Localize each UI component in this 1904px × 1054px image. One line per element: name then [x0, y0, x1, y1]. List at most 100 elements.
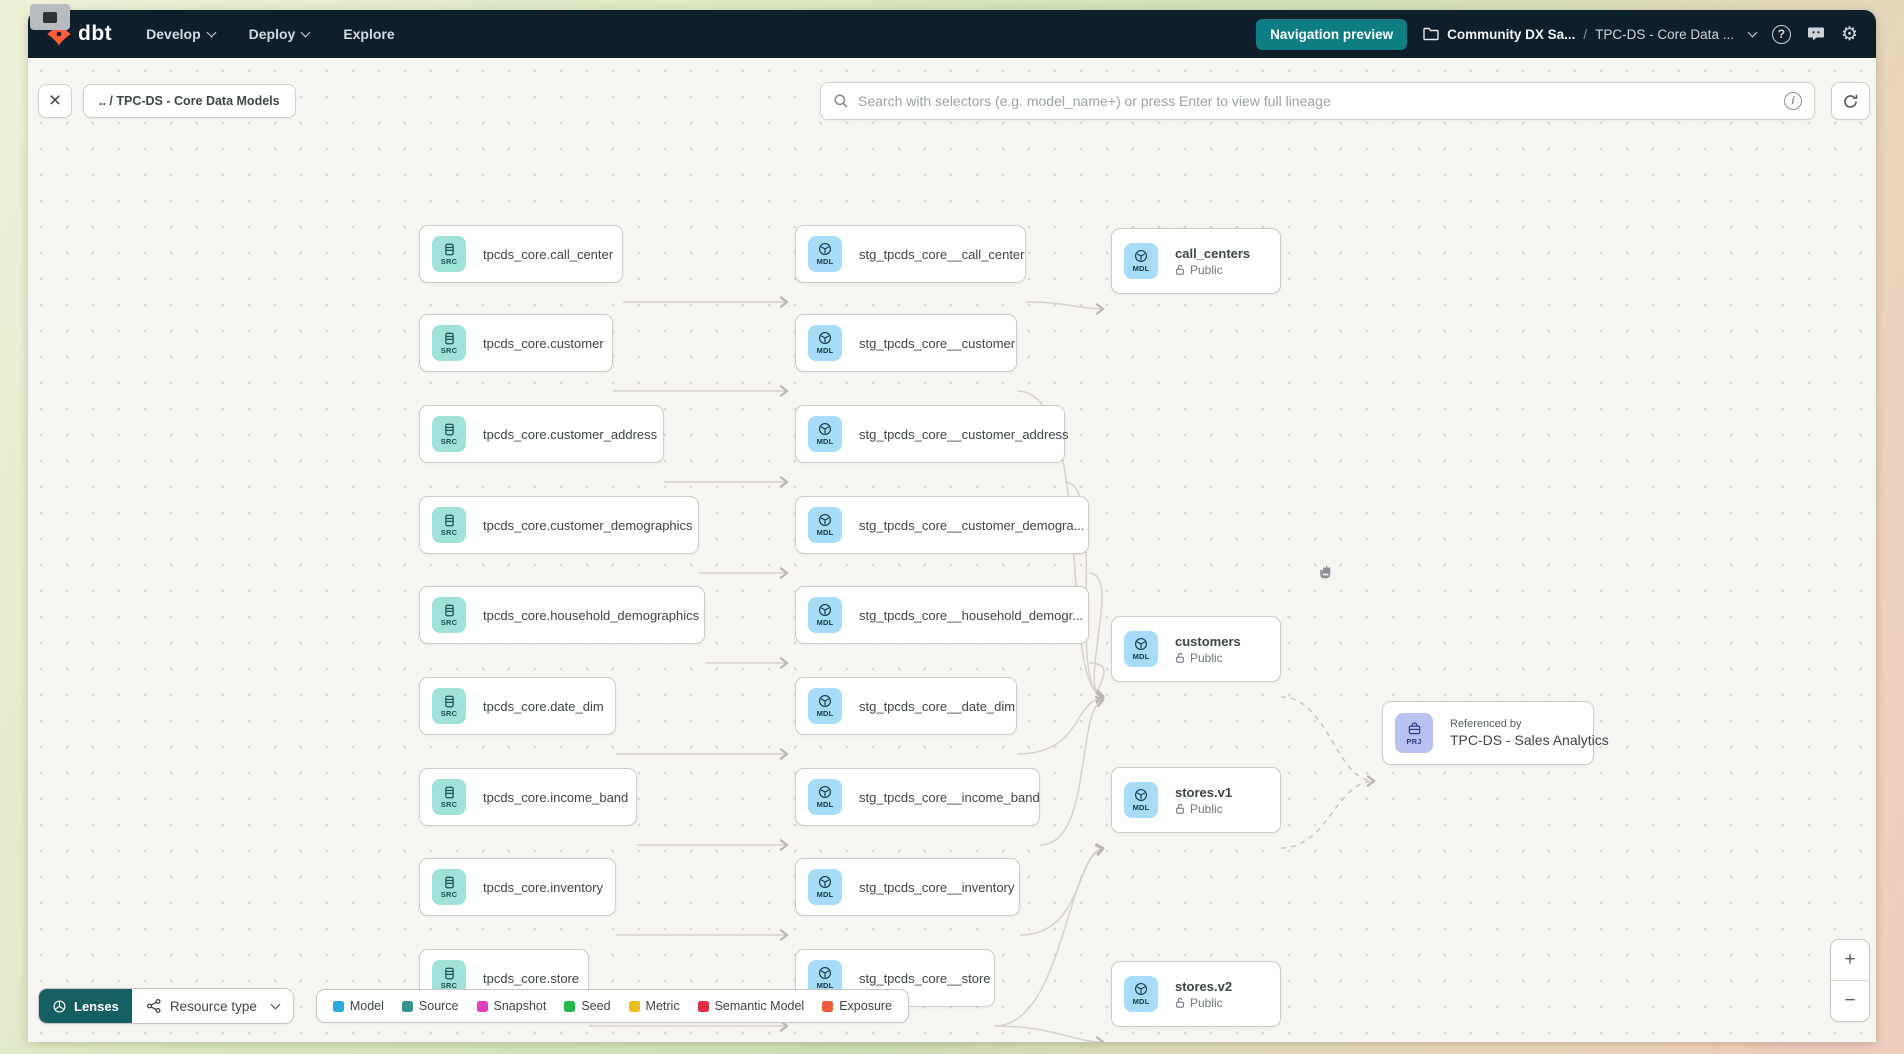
help-icon: ?: [1771, 24, 1791, 44]
legend-item-semantic-model: Semantic Model: [697, 999, 804, 1013]
zoom-in-button[interactable]: +: [1831, 940, 1869, 980]
legend-item-source: Source: [401, 999, 459, 1013]
graph-node-source[interactable]: SRC tpcds_core.date_dim: [419, 677, 616, 735]
resource-type-icon: [146, 998, 161, 1014]
refresh-icon: [1844, 94, 1858, 108]
graph-node-model[interactable]: MDL stg_tpcds_core__customer_address: [795, 405, 1069, 463]
legend-item-metric: Metric: [628, 999, 680, 1013]
breadcrumb-separator: /: [1583, 26, 1588, 42]
source-icon: SRC: [432, 869, 466, 905]
graph-node-source[interactable]: SRC tpcds_core.customer: [419, 314, 613, 372]
legend-swatch: [564, 1000, 576, 1012]
legend-item-model: Model: [332, 999, 384, 1013]
dbt-logo-icon: [47, 22, 71, 46]
referenced-by-label: Referenced by: [1450, 718, 1522, 730]
graph-node-model[interactable]: MDL stg_tpcds_core__date_dim: [795, 677, 1017, 735]
legend-item-exposure: Exposure: [822, 999, 892, 1013]
legend-swatch: [822, 1000, 834, 1012]
graph-node-model[interactable]: MDL stg_tpcds_core__call_center: [795, 225, 1026, 283]
zoom-out-button[interactable]: −: [1831, 981, 1869, 1021]
graph-node-public-model[interactable]: MDL call_centers Public: [1111, 228, 1281, 294]
legend-swatch: [401, 1000, 413, 1012]
search-icon: [834, 94, 848, 108]
chevron-down-icon: [270, 999, 281, 1009]
legend-swatch: [332, 1000, 344, 1012]
top-navbar: dbt Develop Deploy Explore Navigation pr…: [28, 10, 1876, 58]
public-lock-icon: [1176, 264, 1184, 275]
graph-node-source[interactable]: SRC tpcds_core.income_band: [419, 768, 637, 826]
folder-icon: [1423, 27, 1439, 41]
zoom-controls: + −: [1830, 939, 1870, 1022]
settings-gear-icon[interactable]: ⚙: [1840, 23, 1858, 45]
model-icon: MDL: [808, 597, 842, 633]
menu-deploy[interactable]: Deploy: [249, 26, 311, 42]
source-icon: SRC: [432, 597, 466, 633]
menu-explore[interactable]: Explore: [343, 26, 395, 42]
close-lineage-button[interactable]: ×: [38, 84, 72, 118]
project-breadcrumb: Community DX Sa... / TPC-DS - Core Data …: [1423, 26, 1758, 42]
legend-item-snapshot: Snapshot: [476, 999, 546, 1013]
graph-node-public-model[interactable]: MDL customers Public: [1111, 616, 1281, 682]
source-icon: SRC: [432, 325, 466, 361]
legend-swatch: [628, 1000, 640, 1012]
canvas-footer: Lenses Resource type Model Source Snapsh…: [38, 988, 910, 1024]
legend-swatch: [476, 1000, 488, 1012]
public-lock-icon: [1176, 652, 1184, 663]
refresh-lineage-button[interactable]: [1831, 82, 1870, 120]
feedback-button[interactable]: [1807, 26, 1825, 42]
graph-node-model[interactable]: MDL stg_tpcds_core__customer_demogra...: [795, 496, 1089, 554]
model-icon: MDL: [808, 869, 842, 905]
graph-node-model[interactable]: MDL stg_tpcds_core__customer: [795, 314, 1017, 372]
divider: [1831, 980, 1869, 981]
lenses-button[interactable]: Lenses: [39, 989, 132, 1023]
breadcrumb-page[interactable]: TPC-DS - Core Data ...: [1595, 26, 1734, 42]
model-icon: MDL: [808, 507, 842, 543]
model-icon: MDL: [808, 236, 842, 272]
chevron-down-icon: [206, 27, 217, 38]
model-icon: MDL: [808, 416, 842, 452]
graph-node-source[interactable]: SRC tpcds_core.call_center: [419, 225, 623, 283]
screen-capture-artifact: [30, 4, 70, 30]
public-lock-icon: [1176, 997, 1184, 1008]
main-menu: Develop Deploy Explore: [146, 26, 395, 42]
info-icon[interactable]: i: [1784, 92, 1802, 110]
source-icon: SRC: [432, 779, 466, 815]
graph-node-model[interactable]: MDL stg_tpcds_core__household_demogr...: [795, 586, 1089, 644]
graph-node-source[interactable]: SRC tpcds_core.customer_demographics: [419, 496, 699, 554]
dbt-brand[interactable]: dbt: [46, 21, 112, 47]
graph-node-model[interactable]: MDL stg_tpcds_core__income_band: [795, 768, 1040, 826]
model-icon: MDL: [808, 688, 842, 724]
project-name: TPC-DS - Sales Analytics: [1450, 732, 1609, 748]
source-icon: SRC: [432, 416, 466, 452]
model-icon: MDL: [1124, 243, 1158, 279]
model-icon: MDL: [1124, 976, 1158, 1012]
model-icon: MDL: [1124, 782, 1158, 818]
model-icon: MDL: [1124, 631, 1158, 667]
resource-type-dropdown[interactable]: Resource type: [131, 989, 293, 1023]
graph-node-source[interactable]: SRC tpcds_core.household_demographics: [419, 586, 705, 644]
source-icon: SRC: [432, 688, 466, 724]
graph-node-public-model[interactable]: MDL stores.v2 Public: [1111, 961, 1281, 1027]
graph-node-public-model[interactable]: MDL stores.v1 Public: [1111, 767, 1281, 833]
menu-develop[interactable]: Develop: [146, 26, 217, 42]
feedback-bubble-icon: [1807, 27, 1824, 41]
navigation-preview-button[interactable]: Navigation preview: [1256, 18, 1408, 50]
graph-node-source[interactable]: SRC tpcds_core.inventory: [419, 858, 616, 916]
lenses-icon: [53, 999, 66, 1013]
search-input[interactable]: [858, 93, 1784, 109]
grab-hand-cursor: [1319, 565, 1332, 580]
breadcrumb-project[interactable]: Community DX Sa...: [1447, 26, 1576, 42]
lineage-breadcrumb[interactable]: .. / TPC-DS - Core Data Models: [83, 84, 296, 118]
help-button[interactable]: ?: [1771, 24, 1791, 44]
chevron-down-icon[interactable]: [1747, 27, 1758, 38]
graph-node-source[interactable]: SRC tpcds_core.customer_address: [419, 405, 664, 463]
chevron-down-icon: [300, 27, 311, 38]
graph-node-project[interactable]: PRJ Referenced by TPC-DS - Sales Analyti…: [1382, 701, 1609, 765]
public-lock-icon: [1176, 803, 1184, 814]
resource-legend: Model Source Snapshot Seed Metric Semant…: [315, 989, 910, 1023]
graph-node-model[interactable]: MDL stg_tpcds_core__inventory: [795, 858, 1020, 916]
legend-swatch: [697, 1000, 709, 1012]
legend-item-seed: Seed: [564, 999, 611, 1013]
lineage-canvas[interactable]: × .. / TPC-DS - Core Data Models i SRC t…: [28, 58, 1876, 1042]
source-icon: SRC: [432, 236, 466, 272]
